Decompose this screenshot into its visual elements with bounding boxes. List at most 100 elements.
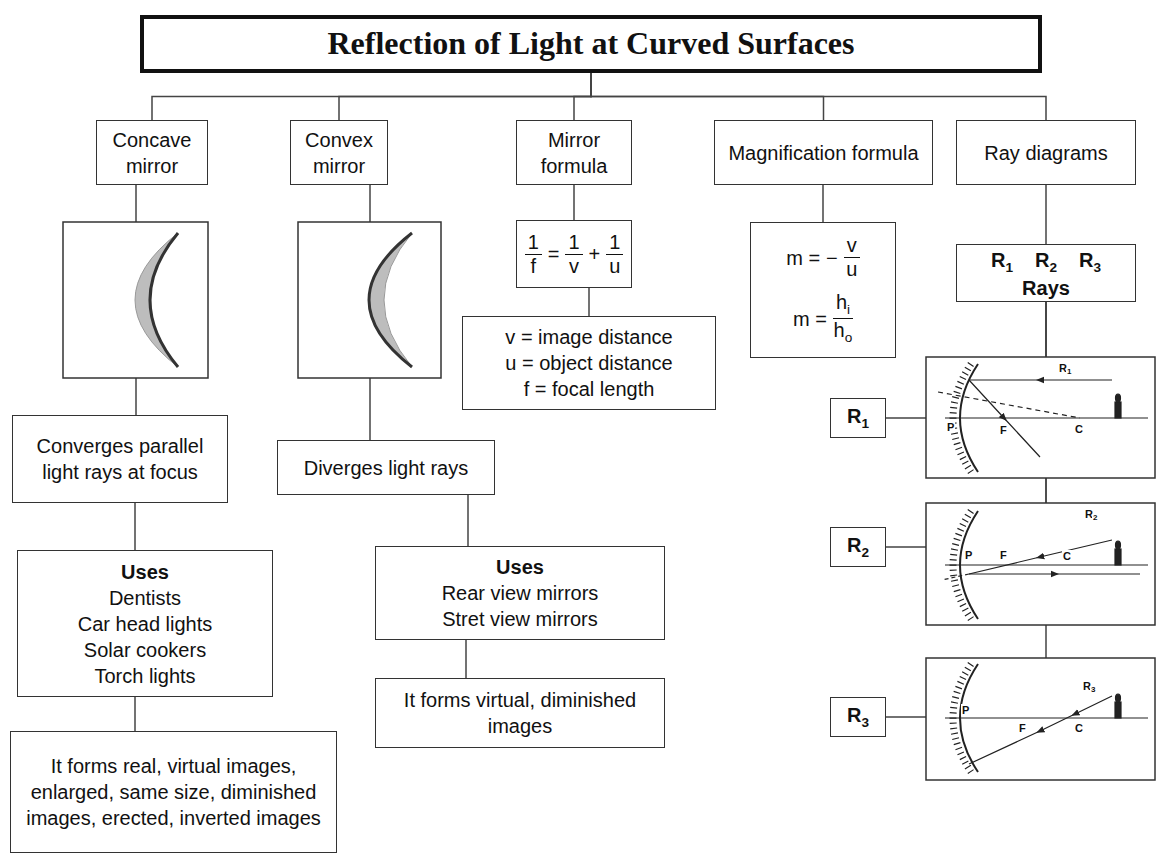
node-text: Car head lights [78, 611, 213, 637]
node-text: Uses [496, 554, 544, 580]
concept-box: R1R2R3Rays [956, 244, 1136, 302]
node-text: h [836, 291, 847, 313]
node-text: m = [793, 306, 827, 332]
diagram-label: F [1018, 722, 1027, 734]
node-text: − [826, 245, 838, 271]
denominator: u [846, 258, 857, 281]
node-text: 1 [609, 231, 620, 253]
concept-box: UsesDentistsCar head lightsSolar cookers… [17, 550, 273, 697]
diagram-label: C [1074, 423, 1084, 435]
subscript: 3 [861, 715, 869, 730]
node-text: Stret view mirrors [442, 606, 598, 632]
node-text: v = image distance [505, 324, 672, 350]
connector-line [822, 185, 824, 222]
formula-row: m =−vu [786, 234, 860, 281]
numerator: 1 [525, 231, 542, 255]
numerator: 1 [565, 231, 582, 255]
title-box: Reflection of Light at Curved Surfaces [140, 15, 1042, 73]
concept-box: 1f=1v+1u [516, 220, 632, 288]
concept-box: m =−vum =hiho [750, 222, 896, 358]
node-text: Rays [1022, 277, 1070, 299]
concept-box: Converges parallel light rays at focus [12, 415, 228, 503]
ray-name: R1 [847, 403, 869, 433]
diagram-label: 1 [1066, 368, 1072, 377]
node-text: Reflection of Light at Curved Surfaces [327, 23, 854, 65]
node-text: Concave mirror [103, 127, 201, 179]
node-text: Uses [121, 559, 169, 585]
concept-box: Mirror formula [516, 120, 632, 185]
connector-line [339, 73, 591, 120]
concept-box: R2 [830, 527, 886, 567]
denominator: ho [834, 319, 853, 346]
diagram-label: F [999, 424, 1008, 436]
concept-box: Ray diagrams [956, 120, 1136, 185]
concept-box: v = image distanceu = object distancef =… [462, 316, 716, 410]
node-text: R [847, 534, 861, 556]
node-text: Converges parallel light rays at focus [19, 433, 221, 485]
concept-box: Magnification formula [714, 120, 933, 185]
node-text: Torch lights [94, 663, 195, 689]
subscript: i [847, 302, 850, 317]
diagram-label: F [999, 549, 1008, 561]
diagram-label: P [961, 704, 970, 716]
node-text: + [589, 241, 601, 267]
connector-line [591, 73, 1046, 120]
node-text: u [609, 255, 620, 277]
fraction: 1u [606, 231, 623, 278]
concave-mirror-picture [63, 222, 208, 378]
numerator: v [844, 234, 860, 258]
ray-name: R2 [1035, 247, 1057, 277]
connector-line [465, 640, 467, 678]
formula-row: 1f=1v+1u [525, 231, 624, 278]
concept-box: UsesRear view mirrorsStret view mirrors [375, 546, 665, 640]
concept-box: Concave mirror [96, 120, 208, 185]
denominator: f [530, 255, 536, 278]
node-text: u = object distance [505, 350, 672, 376]
fraction: 1f [525, 231, 542, 278]
node-text: f [530, 255, 536, 277]
subscript: 2 [1049, 260, 1057, 275]
node-text: Rear view mirrors [442, 580, 599, 606]
node-text: u [846, 258, 857, 280]
ray-name: R3 [847, 702, 869, 732]
node-text: Diverges light rays [304, 455, 469, 481]
diagram-label: C [1062, 550, 1072, 562]
node-text: 1 [528, 231, 539, 253]
diagram-label: P [964, 549, 973, 561]
connector-line [574, 73, 591, 120]
concept-box: R1 [830, 398, 886, 438]
convex-mirror-picture [298, 222, 441, 378]
connector-line [1045, 185, 1047, 244]
connector-line [152, 73, 591, 120]
fraction: 1v [565, 231, 582, 278]
formula-row: R1R2R3 [991, 247, 1101, 277]
connector-line [573, 185, 575, 220]
ray-diagram [926, 357, 1155, 478]
node-text: Solar cookers [84, 637, 206, 663]
connector-line [134, 503, 136, 550]
node-text: Magnification formula [728, 140, 918, 166]
concept-box: Convex mirror [290, 120, 388, 185]
diagram-label: 2 [1092, 514, 1098, 523]
concept-box: R3 [830, 697, 886, 737]
formula-row: m =hiho [793, 291, 853, 345]
node-text: R [847, 704, 861, 726]
node-text: It forms real, virtual images, enlarged,… [17, 753, 330, 831]
ray-diagram [926, 503, 1155, 625]
ray-name: R2 [847, 532, 869, 562]
node-text: R [1079, 249, 1093, 271]
diagram-label: 3 [1090, 686, 1096, 695]
node-text: h [834, 319, 845, 341]
node-text: v [569, 255, 579, 277]
denominator: u [609, 255, 620, 278]
connector-line [467, 495, 469, 546]
numerator: hi [833, 291, 853, 319]
ray-name: R1 [991, 247, 1013, 277]
node-text: f = focal length [524, 376, 655, 402]
diagram-label: P [946, 421, 955, 433]
node-text: m = [786, 245, 820, 271]
fraction: vu [844, 234, 860, 281]
connector-line [134, 697, 136, 731]
node-text: Ray diagrams [984, 140, 1107, 166]
